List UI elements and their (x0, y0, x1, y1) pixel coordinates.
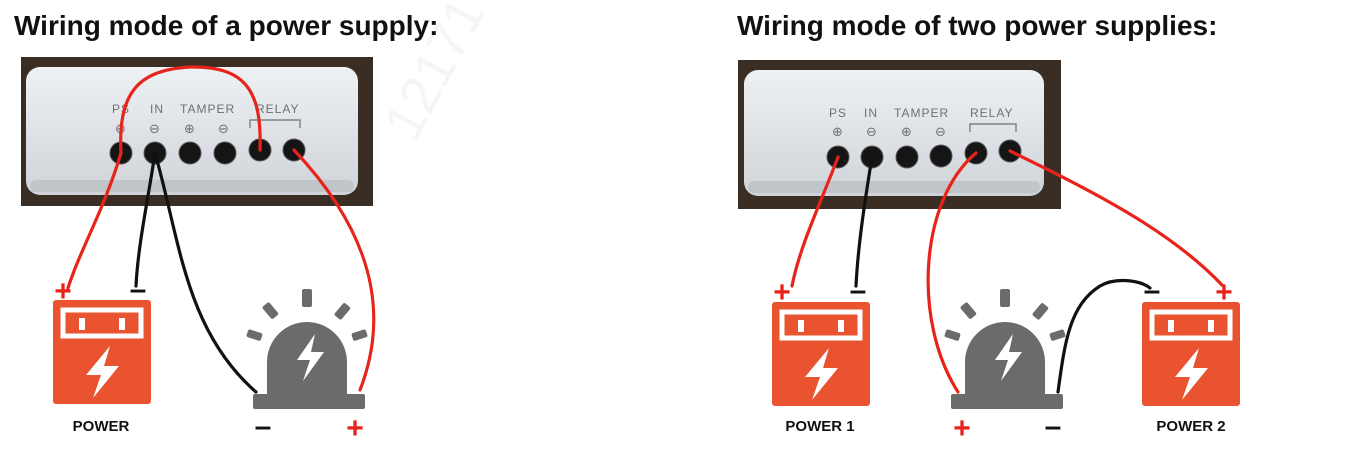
wire-relay-jumper (119, 65, 262, 155)
wires-left (66, 65, 376, 394)
terminal-symbol: ⊕ (832, 125, 843, 140)
power-label: POWER (72, 418, 130, 435)
wire-alarm-negative (153, 151, 258, 394)
terminal-symbol: ⊖ (866, 125, 877, 140)
terminal-label-relay: RELAY (256, 102, 299, 116)
power1-label: POWER 1 (785, 418, 855, 435)
plus-sign: + (953, 412, 971, 445)
terminal-label-ps: PS (829, 106, 847, 120)
terminal-label-tamper: TAMPER (180, 102, 235, 116)
terminal-hole (895, 145, 919, 169)
terminal-symbol: ⊖ (935, 125, 946, 140)
terminal-symbol: ⊖ (218, 122, 229, 137)
terminal-symbol: ⊕ (184, 122, 195, 137)
alarm-light-icon (246, 289, 368, 409)
wire-power1-positive (790, 155, 840, 288)
battery-icon (1142, 302, 1240, 406)
minus-sign: – (1144, 274, 1161, 307)
terminal-label-in: IN (150, 102, 164, 116)
title-single-supply: Wiring mode of a power supply: (14, 10, 439, 41)
terminal-label-tamper: TAMPER (894, 106, 949, 120)
plus-sign: + (773, 276, 791, 309)
wire-alarm-positive (292, 148, 376, 392)
terminal-label-relay: RELAY (970, 106, 1013, 120)
minus-sign: – (130, 273, 147, 306)
plus-sign: + (346, 412, 364, 445)
power2-label: POWER 2 (1156, 418, 1226, 435)
minus-sign: – (255, 410, 272, 443)
wire-alarm-negative (1056, 278, 1152, 394)
battery-icon (772, 302, 870, 406)
terminal-label-in: IN (864, 106, 878, 120)
battery-icon (53, 300, 151, 404)
terminal-hole (213, 141, 237, 165)
wire-power2-positive (1008, 149, 1224, 287)
plus-sign: + (54, 275, 72, 308)
plus-sign: + (1215, 276, 1233, 309)
wire-alarm-positive (926, 151, 978, 394)
title-two-supplies: Wiring mode of two power supplies: (737, 10, 1218, 41)
minus-sign: – (850, 274, 867, 307)
minus-sign: – (1045, 410, 1062, 443)
terminal-symbol: ⊖ (149, 122, 160, 137)
wires-right (790, 149, 1224, 394)
device-photo-right: PS IN TAMPER RELAY ⊕ ⊖ ⊕ ⊖ (738, 60, 1061, 209)
wire-power1-negative (854, 155, 874, 288)
wire-power-positive (66, 151, 123, 290)
device-photo-left: PS IN TAMPER RELAY ⊕ ⊖ ⊕ ⊖ (21, 57, 373, 206)
terminal-hole (929, 144, 953, 168)
terminal-symbol: ⊕ (901, 125, 912, 140)
terminal-hole (178, 141, 202, 165)
alarm-light-icon (944, 289, 1066, 409)
wire-power-negative (134, 151, 157, 288)
